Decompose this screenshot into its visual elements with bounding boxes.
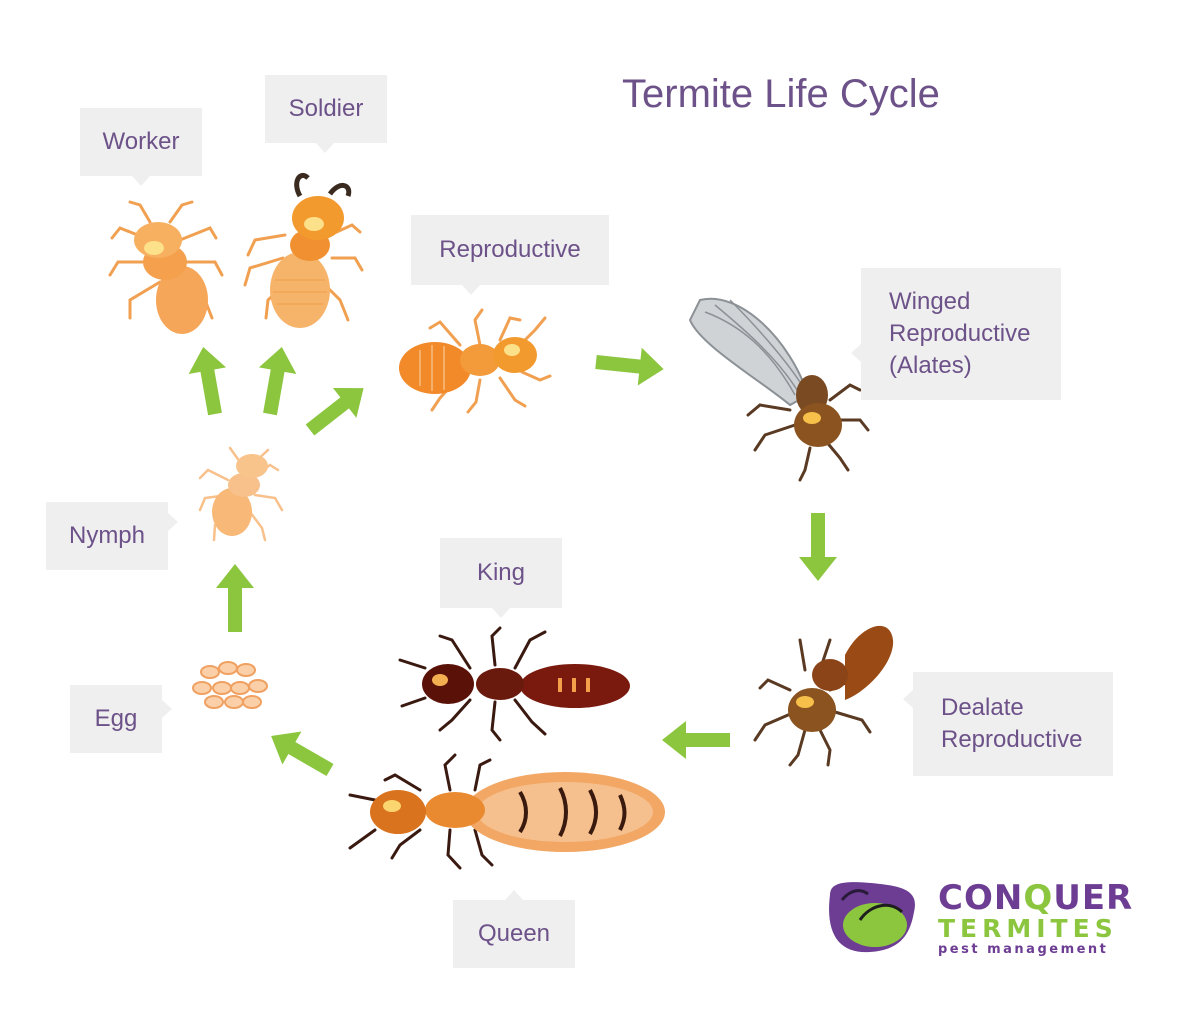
label-dealate-line2: Reproductive <box>941 726 1083 753</box>
label-reproductive-text: Reproductive <box>439 236 581 263</box>
label-winged-line1: Winged <box>889 288 971 315</box>
label-reproductive: Reproductive <box>411 215 609 285</box>
queen-termite-icon <box>348 753 665 870</box>
nymph-termite-icon <box>198 446 284 542</box>
label-winged-reproductive: Winged Reproductive (Alates) <box>861 268 1061 400</box>
arrow-winged-to-dealate <box>799 513 837 581</box>
conquer-termites-logo-icon <box>829 882 915 953</box>
label-queen: Queen <box>453 900 575 968</box>
arrow-queen-to-egg <box>261 719 340 787</box>
label-dealate-reproductive: Dealate Reproductive <box>913 672 1113 776</box>
brand-logo: CONQUER TERMITES pest management <box>938 880 1133 958</box>
brand-line1: CONQUER <box>938 878 1134 918</box>
arrow-reproductive-to-winged <box>594 343 666 389</box>
brand-line2: TERMITES <box>938 914 1118 943</box>
label-winged-line3: (Alates) <box>889 352 972 379</box>
label-worker-text: Worker <box>102 128 180 155</box>
soldier-termite-icon <box>243 172 364 328</box>
winged-reproductive-termite-icon <box>688 297 870 482</box>
arrow-egg-to-nymph <box>216 564 254 632</box>
label-queen-text: Queen <box>477 920 551 947</box>
arrow-dealate-to-queen <box>662 721 730 759</box>
label-soldier-text: Soldier <box>288 95 364 122</box>
page-title: Termite Life Cycle <box>622 72 940 116</box>
arrow-nymph-to-reproductive <box>298 373 376 445</box>
label-king: King <box>440 538 562 608</box>
label-dealate-line1: Dealate <box>941 694 1024 721</box>
label-nymph: Nymph <box>46 502 168 570</box>
arrow-nymph-to-worker <box>184 343 234 418</box>
egg-cluster-icon <box>192 661 268 709</box>
king-termite-icon <box>398 626 630 742</box>
brand-line3: pest management <box>938 942 1109 957</box>
label-worker: Worker <box>80 108 202 176</box>
label-winged-line2: Reproductive <box>889 320 1031 347</box>
label-egg-text: Egg <box>94 705 138 732</box>
arrow-nymph-to-soldier <box>251 343 301 418</box>
label-nymph-text: Nymph <box>68 522 146 549</box>
label-soldier: Soldier <box>265 75 387 143</box>
dealate-reproductive-termite-icon <box>753 625 894 767</box>
worker-termite-icon <box>108 200 224 334</box>
label-egg: Egg <box>70 685 162 753</box>
label-king-text: King <box>476 559 526 586</box>
reproductive-termite-icon <box>399 308 552 414</box>
